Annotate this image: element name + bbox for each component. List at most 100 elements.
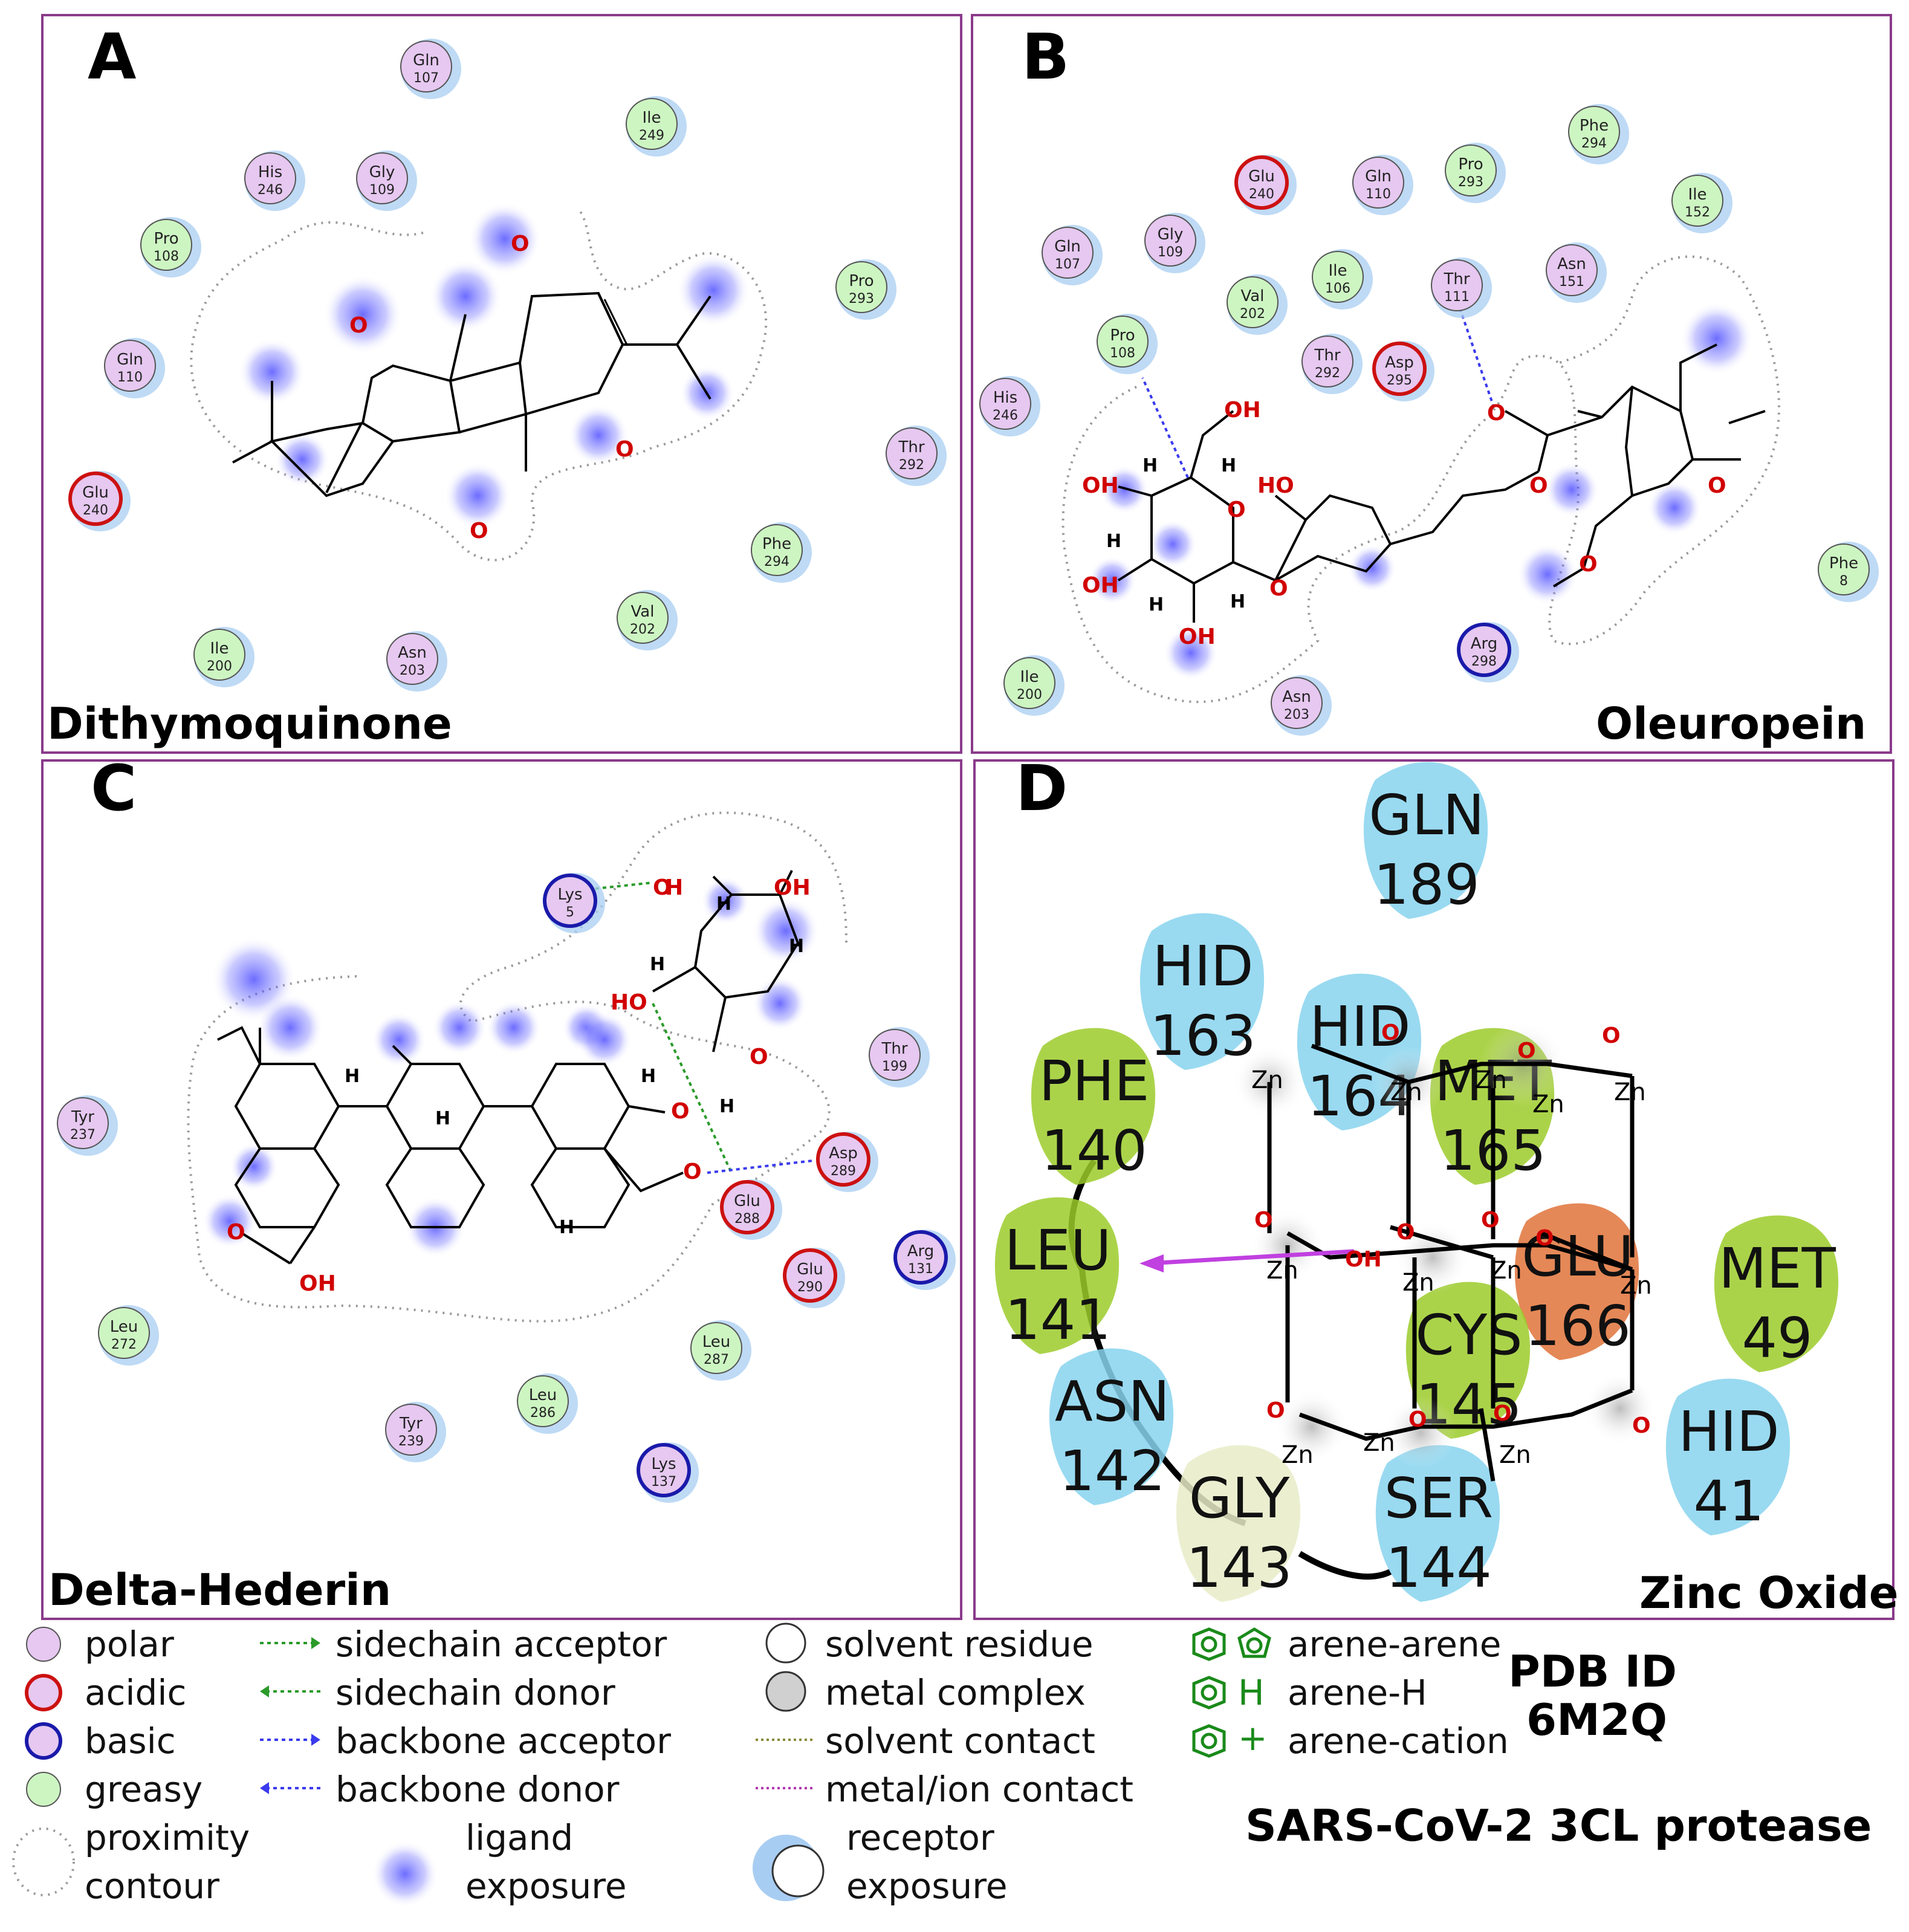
- residue-name: Phe: [1580, 117, 1609, 135]
- zn-atom: Zn: [1614, 1078, 1646, 1106]
- ligand-exposure: [432, 1000, 487, 1055]
- residue-number: 237: [70, 1127, 96, 1143]
- legend-metal-ion-contact-label: metal/ion contact: [825, 1769, 1133, 1810]
- legend-greasy-label: greasy: [85, 1769, 203, 1810]
- ligand-exposure: [1088, 556, 1136, 605]
- ligand-exposure: [1647, 481, 1702, 535]
- ligand-exposure: [275, 432, 329, 487]
- atom-label-hydrogen: H: [789, 936, 804, 957]
- residue-name: Phe: [762, 535, 791, 553]
- legend-proximity-swatch: [12, 1827, 75, 1896]
- ligand-exposure: [753, 898, 819, 964]
- residue-disc: [626, 98, 678, 150]
- legend-receptor-exposure-label: exposure: [846, 1866, 1008, 1907]
- metal-ion-contact-arrow: [1148, 1249, 1355, 1266]
- residue-number: 131: [908, 1262, 933, 1277]
- ligand-exposure: [1681, 302, 1753, 375]
- residue-number: 240: [1249, 187, 1274, 202]
- atom-label-hydrogen: H: [559, 1217, 574, 1238]
- sidechain-acceptor-bond: [595, 881, 653, 890]
- o-atom: O: [1517, 1039, 1536, 1063]
- zn-atom: Zn: [1499, 1441, 1531, 1469]
- residue-number: 108: [1110, 346, 1135, 361]
- atom-label-oxygen: O: [683, 1159, 702, 1184]
- legend-basic-swatch: [25, 1722, 62, 1760]
- legend-solvent-residue-label: solvent residue: [825, 1624, 1094, 1665]
- legend-arene-cation-symbol: +: [1238, 1717, 1268, 1759]
- residue-number: 49: [1742, 1306, 1812, 1370]
- legend-sidechain-acceptor-label: sidechain acceptor: [335, 1624, 667, 1665]
- residue-disc: [356, 152, 408, 204]
- residue-number: 199: [882, 1059, 907, 1074]
- atom-label-hydrogen: H: [719, 1096, 734, 1117]
- legend-solvent-contact-label: solvent contact: [825, 1720, 1095, 1762]
- residue-name: Asp: [829, 1144, 858, 1162]
- residue-number: 163: [1150, 1003, 1256, 1068]
- residue-name: GLU: [1522, 1224, 1633, 1289]
- residue-name: Phe: [1829, 554, 1858, 572]
- pdb-id-value: 6M2Q: [1526, 1694, 1667, 1745]
- residue-disc: [244, 152, 296, 204]
- residue-name: Pro: [1110, 326, 1135, 345]
- residue-name: Pro: [1458, 155, 1483, 173]
- residue-number: 142: [1059, 1439, 1165, 1503]
- atom-label-oxygen: O: [227, 1220, 245, 1245]
- legend-polar-swatch: [26, 1627, 61, 1662]
- panel-c-frame: [41, 759, 962, 1620]
- ligand-exposure: [257, 994, 323, 1061]
- legend-acidic-swatch: [25, 1674, 62, 1711]
- residue-number: 295: [1387, 373, 1412, 388]
- proximity-contour: [190, 210, 768, 562]
- residue-number: 143: [1186, 1535, 1292, 1600]
- zn-atom: Zn: [1475, 1066, 1507, 1094]
- ligand-exposure: [677, 254, 750, 326]
- residue-number: 202: [1240, 306, 1265, 322]
- residue-number: 290: [797, 1280, 823, 1295]
- residue-number: 110: [117, 370, 143, 385]
- residue-name: SER: [1384, 1466, 1493, 1531]
- panel-c: C Delta-Hederin: [48, 751, 956, 1615]
- legend-basic-label: basic: [85, 1720, 176, 1762]
- panel-b: B Oleuropein: [979, 20, 1879, 749]
- residue-name: Arg: [1471, 635, 1498, 653]
- residue-name: Gln: [1365, 167, 1392, 186]
- residue-disc: [637, 1443, 691, 1497]
- residue-name: Glu: [734, 1192, 760, 1210]
- residue-disc: [1144, 215, 1196, 267]
- ligand-exposure: [1100, 465, 1149, 514]
- residue-name: HID: [1152, 934, 1253, 999]
- residue-number: 5: [566, 905, 574, 920]
- residue-disc: [783, 1248, 837, 1303]
- zinc-oxide-cluster: Zn Zn Zn Zn Zn Zn Zn Zn Zn Zn Zn Zn O O …: [1139, 1020, 1656, 1482]
- legend-sidechain-donor-arrow: [260, 1685, 269, 1697]
- residue-name: Gly: [369, 163, 395, 181]
- residue-name: Glu: [797, 1260, 823, 1279]
- residue-name: Glu: [1248, 167, 1275, 186]
- residue-name: Lys: [651, 1455, 676, 1473]
- ligand-exposure: [1149, 520, 1197, 568]
- legend-metal-complex-swatch: [765, 1671, 806, 1712]
- panel-title-b: Oleuropein: [1596, 698, 1866, 749]
- zn-atom: Zn: [1620, 1272, 1652, 1300]
- residue-number: 292: [1315, 366, 1340, 381]
- residue-surface: [1031, 1028, 1156, 1185]
- zn-atom: Zn: [1402, 1269, 1434, 1297]
- o-atom: O: [1493, 1401, 1512, 1426]
- residue-disc: [886, 427, 938, 479]
- residue-name: Ile: [1688, 186, 1707, 204]
- residue-group-c: Lys5Thr199Tyr237Asp289Glu288Arg131Glu290…: [57, 873, 956, 1503]
- atom-label-hydrogen: H: [716, 893, 731, 915]
- residue-disc: [400, 41, 452, 92]
- atom-label-hydrogen: H: [1106, 531, 1121, 552]
